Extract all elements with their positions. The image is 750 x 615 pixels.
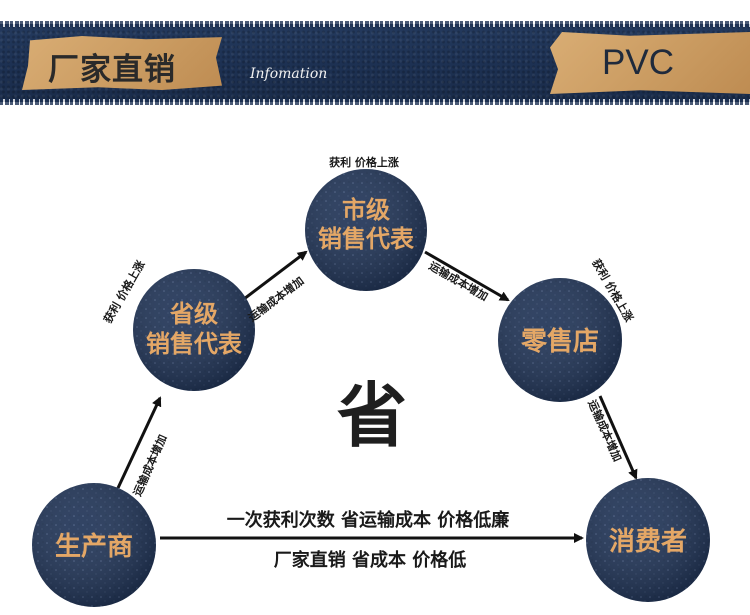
arrow-province-to-city	[239, 250, 308, 304]
node-producer-line1: 生产商	[55, 531, 133, 562]
arrow-retail-to-consumer	[598, 395, 638, 480]
kraft-paper-left	[22, 36, 222, 90]
node-consumer-line1: 消费者	[609, 527, 687, 557]
arrow-producer-to-province	[116, 396, 162, 489]
node-city-line1: 市级	[342, 196, 390, 224]
label-shipping-city-retail: 运输成本增加	[427, 258, 491, 303]
kraft-paper-right	[550, 32, 750, 94]
header-banner: 厂家直销 Infomation PVC	[0, 21, 750, 105]
label-direct-route-bottom: 厂家直销 省成本 价格低	[274, 549, 467, 571]
center-save-character: 省	[337, 375, 407, 457]
label-profit-city: 获利 价格上涨	[329, 155, 399, 169]
node-province-line2: 销售代表	[146, 330, 243, 358]
label-shipping-province-city: 运输成本增加	[245, 273, 306, 324]
label-shipping-producer-province: 运输成本增加	[130, 432, 170, 498]
banner-title-left: 厂家直销	[48, 52, 176, 88]
arrow-city-to-retail	[424, 250, 510, 302]
node-retail: 零售店	[498, 278, 622, 402]
banner-torn-edge-bottom	[0, 99, 750, 105]
node-city-line2: 销售代表	[318, 225, 415, 253]
banner-script-text: Infomation	[250, 66, 328, 82]
node-producer: 生产商	[32, 483, 156, 607]
node-retail-line1: 零售店	[521, 326, 599, 357]
node-province: 省级 销售代表	[133, 269, 255, 391]
banner-torn-edge-top	[0, 21, 750, 27]
node-province-line1: 省级	[169, 300, 218, 328]
node-consumer: 消费者	[586, 478, 710, 602]
banner-title-right: PVC	[602, 43, 674, 82]
label-direct-route-top: 一次获利次数 省运输成本 价格低廉	[227, 509, 510, 531]
node-city: 市级 销售代表	[305, 169, 427, 291]
